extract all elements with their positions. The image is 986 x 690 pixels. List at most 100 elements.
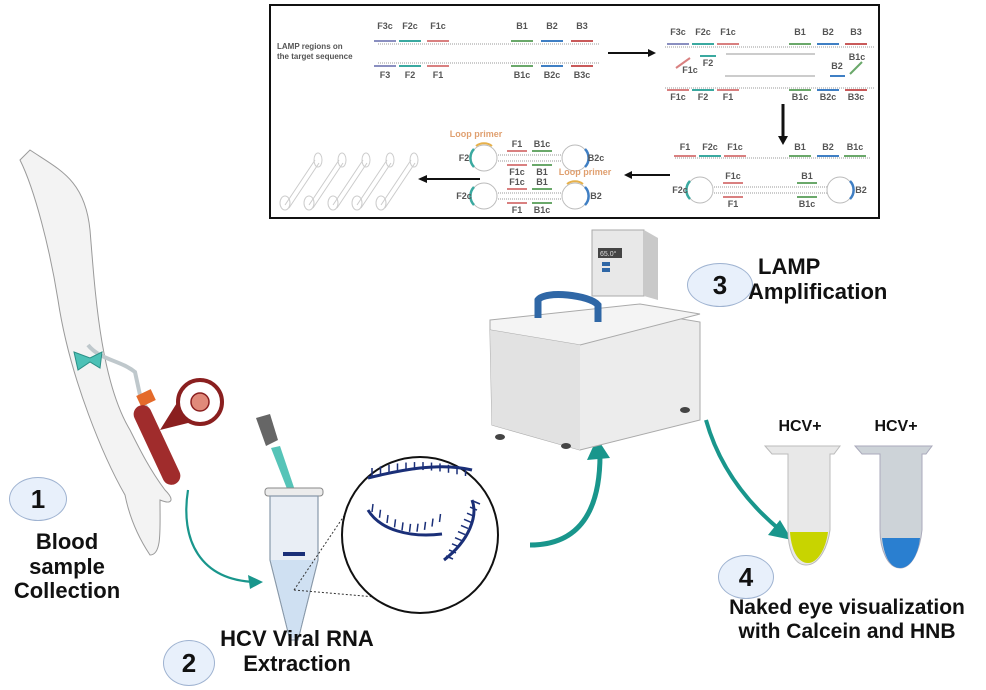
loop-label: B2c — [588, 153, 605, 163]
region-label: F1c — [720, 27, 736, 37]
loop-primer — [475, 142, 493, 147]
region-label: F1 — [723, 92, 734, 102]
amplicon — [284, 159, 320, 209]
loop-label: F2 — [459, 153, 470, 163]
step-badge-4: 4 — [718, 555, 774, 599]
loop-left — [685, 180, 691, 200]
region-label: F1c — [509, 167, 525, 177]
amplicon-loop — [351, 195, 363, 211]
step-number: 4 — [738, 561, 754, 592]
step-number: 3 — [712, 269, 728, 300]
region-F1c — [675, 57, 691, 69]
arrow-head — [778, 136, 788, 145]
amplicon — [356, 159, 392, 209]
amplicon-loop — [303, 195, 315, 211]
region-label: B1 — [516, 21, 528, 31]
region-label: B3 — [576, 21, 588, 31]
arrow-head — [587, 438, 610, 460]
region-label: F1 — [433, 70, 444, 80]
region-label: B1c — [792, 92, 809, 102]
lamp-intro-label: LAMP regions on the target sequence — [277, 42, 353, 61]
loop-label: B2 — [855, 185, 867, 195]
loop — [561, 182, 589, 210]
arrow-step3-to-4 — [704, 419, 782, 532]
loop-label: F2c — [672, 185, 688, 195]
region-label: B3 — [850, 27, 862, 37]
amplicon-loop — [409, 152, 419, 168]
amplicon — [380, 159, 416, 209]
label-line: Collection — [13, 578, 121, 604]
loop-right — [584, 186, 590, 206]
loop-label: F2c — [456, 191, 472, 201]
amplicon-loop — [361, 152, 371, 168]
amplicon-loop — [279, 195, 291, 211]
label-line: Amplification — [748, 278, 888, 304]
region-label: F1c — [682, 65, 698, 75]
arrow-head — [624, 171, 632, 179]
region-label: B1 — [536, 177, 548, 187]
region-label: B1c — [534, 205, 551, 215]
rna-base — [386, 514, 389, 524]
region-label: B1c — [847, 142, 864, 152]
label-line: with Calcein and HNB — [738, 619, 956, 643]
region-label: B1c — [514, 70, 531, 80]
lamp-intro-line2: the target sequence — [277, 51, 353, 61]
rna-base — [393, 519, 397, 528]
region-label: F3 — [380, 70, 391, 80]
arrow-step2-to-3 — [529, 454, 603, 548]
amplicon-loop — [375, 195, 387, 211]
amplicon-loop — [385, 152, 395, 168]
blood-tube-icon — [133, 378, 224, 485]
step-label-4: Naked eye visualization with Calcein and… — [712, 596, 982, 643]
region-label: F2c — [702, 142, 718, 152]
rna-base — [438, 513, 442, 523]
rna-base — [416, 523, 419, 532]
region-label: B1c — [849, 52, 866, 62]
step-badge-1: 1 — [9, 477, 67, 521]
region-label: B2 — [546, 21, 558, 31]
region-label: F1c — [509, 177, 525, 187]
loop-left — [469, 186, 475, 206]
rna-base — [454, 536, 463, 542]
region-label: B3c — [848, 92, 865, 102]
region-label: B2 — [822, 27, 834, 37]
arrow-head — [418, 175, 427, 183]
lamp-intro-line1: LAMP regions on — [277, 42, 343, 51]
region-label: F2c — [402, 21, 418, 31]
region-label: F2 — [703, 58, 714, 68]
amplicon — [308, 159, 344, 209]
loop — [470, 182, 498, 210]
region-B1c — [849, 61, 863, 75]
loop-primer — [566, 180, 584, 185]
step-label-3: LAMP Amplification — [748, 254, 918, 304]
region-label: B2 — [822, 142, 834, 152]
region-label: F1c — [727, 142, 743, 152]
region-label: F1 — [680, 142, 691, 152]
water-bath-display: 65.0° — [600, 250, 617, 258]
label-line: LAMP — [758, 254, 821, 279]
region-label: B1 — [794, 27, 806, 37]
loop — [826, 176, 854, 204]
region-label: B1 — [801, 171, 813, 181]
loop-primer-label: Loop primer — [450, 129, 503, 139]
label-line: HCV Viral RNA — [220, 626, 374, 651]
loop — [686, 176, 714, 204]
tube-label-calcein: HCV+ — [778, 418, 822, 435]
amplicon-loop — [327, 195, 339, 211]
region-label: F2 — [698, 92, 709, 102]
rna-base — [401, 522, 404, 531]
region-label: F3c — [670, 27, 686, 37]
region-label: F1c — [725, 171, 741, 181]
label-line: sample — [29, 553, 105, 579]
rna-base — [408, 523, 412, 532]
region-label: F1c — [430, 21, 446, 31]
step-label-2: HCV Viral RNA Extraction — [212, 626, 382, 676]
rna-base — [431, 518, 434, 527]
rna-base — [378, 509, 382, 518]
label-line: Extraction — [243, 650, 351, 676]
rna-base — [423, 521, 427, 530]
water-bath-icon — [489, 229, 701, 451]
region-label: F3c — [377, 21, 393, 31]
loop — [470, 144, 498, 172]
